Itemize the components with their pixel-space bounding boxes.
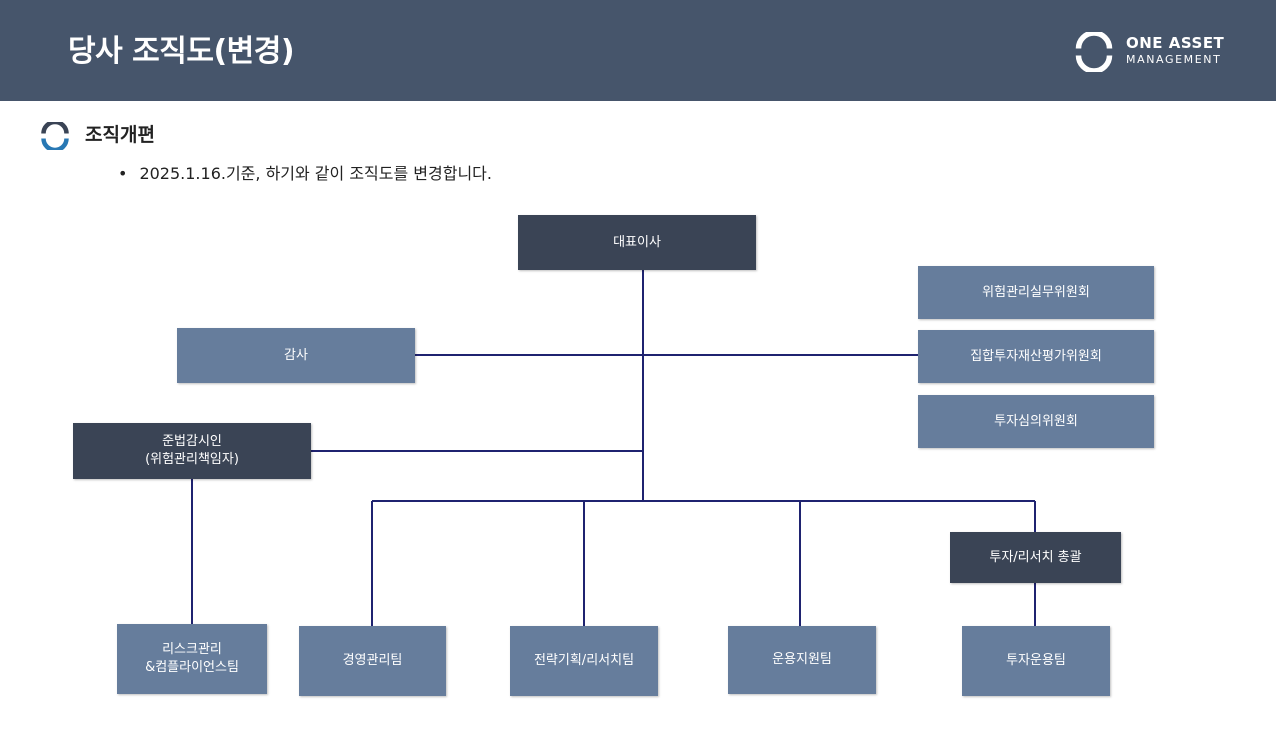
- ring-icon: [41, 122, 69, 150]
- node-audit: 감사: [177, 328, 415, 383]
- node-team-strategy: 전략기획/리서치팀: [510, 626, 658, 696]
- header-bar: 당사 조직도(변경) ONE ASSET MANAGEMENT: [0, 0, 1276, 101]
- page-title: 당사 조직도(변경): [68, 34, 295, 69]
- logo-ring-icon: [1075, 32, 1113, 72]
- node-committee-investment: 투자심의위원회: [918, 395, 1154, 448]
- node-ceo: 대표이사: [518, 215, 756, 270]
- section-title: 조직개편: [85, 124, 155, 146]
- node-team-investment: 투자운용팀: [962, 626, 1110, 696]
- node-committee-valuation: 집합투자재산평가위원회: [918, 330, 1154, 383]
- bullet-text: 2025.1.16.기준, 하기와 같이 조직도를 변경합니다.: [139, 164, 492, 183]
- node-team-management: 경영관리팀: [299, 626, 446, 696]
- bullet-dot: •: [118, 164, 128, 183]
- logo-name: ONE ASSET: [1126, 34, 1225, 52]
- logo-subtitle: MANAGEMENT: [1126, 53, 1222, 66]
- node-committee-risk: 위험관리실무위원회: [918, 266, 1154, 319]
- company-logo: ONE ASSET MANAGEMENT: [1074, 32, 1244, 72]
- node-team-risk: 리스크관리 &컴플라이언스팀: [117, 624, 267, 694]
- node-team-ops-support: 운용지원팀: [728, 626, 876, 694]
- bullet-item: • 2025.1.16.기준, 하기와 같이 조직도를 변경합니다.: [118, 160, 492, 184]
- node-invest-head: 투자/리서치 총괄: [950, 532, 1121, 583]
- node-compliance-officer: 준법감시인 (위험관리책임자): [73, 423, 311, 479]
